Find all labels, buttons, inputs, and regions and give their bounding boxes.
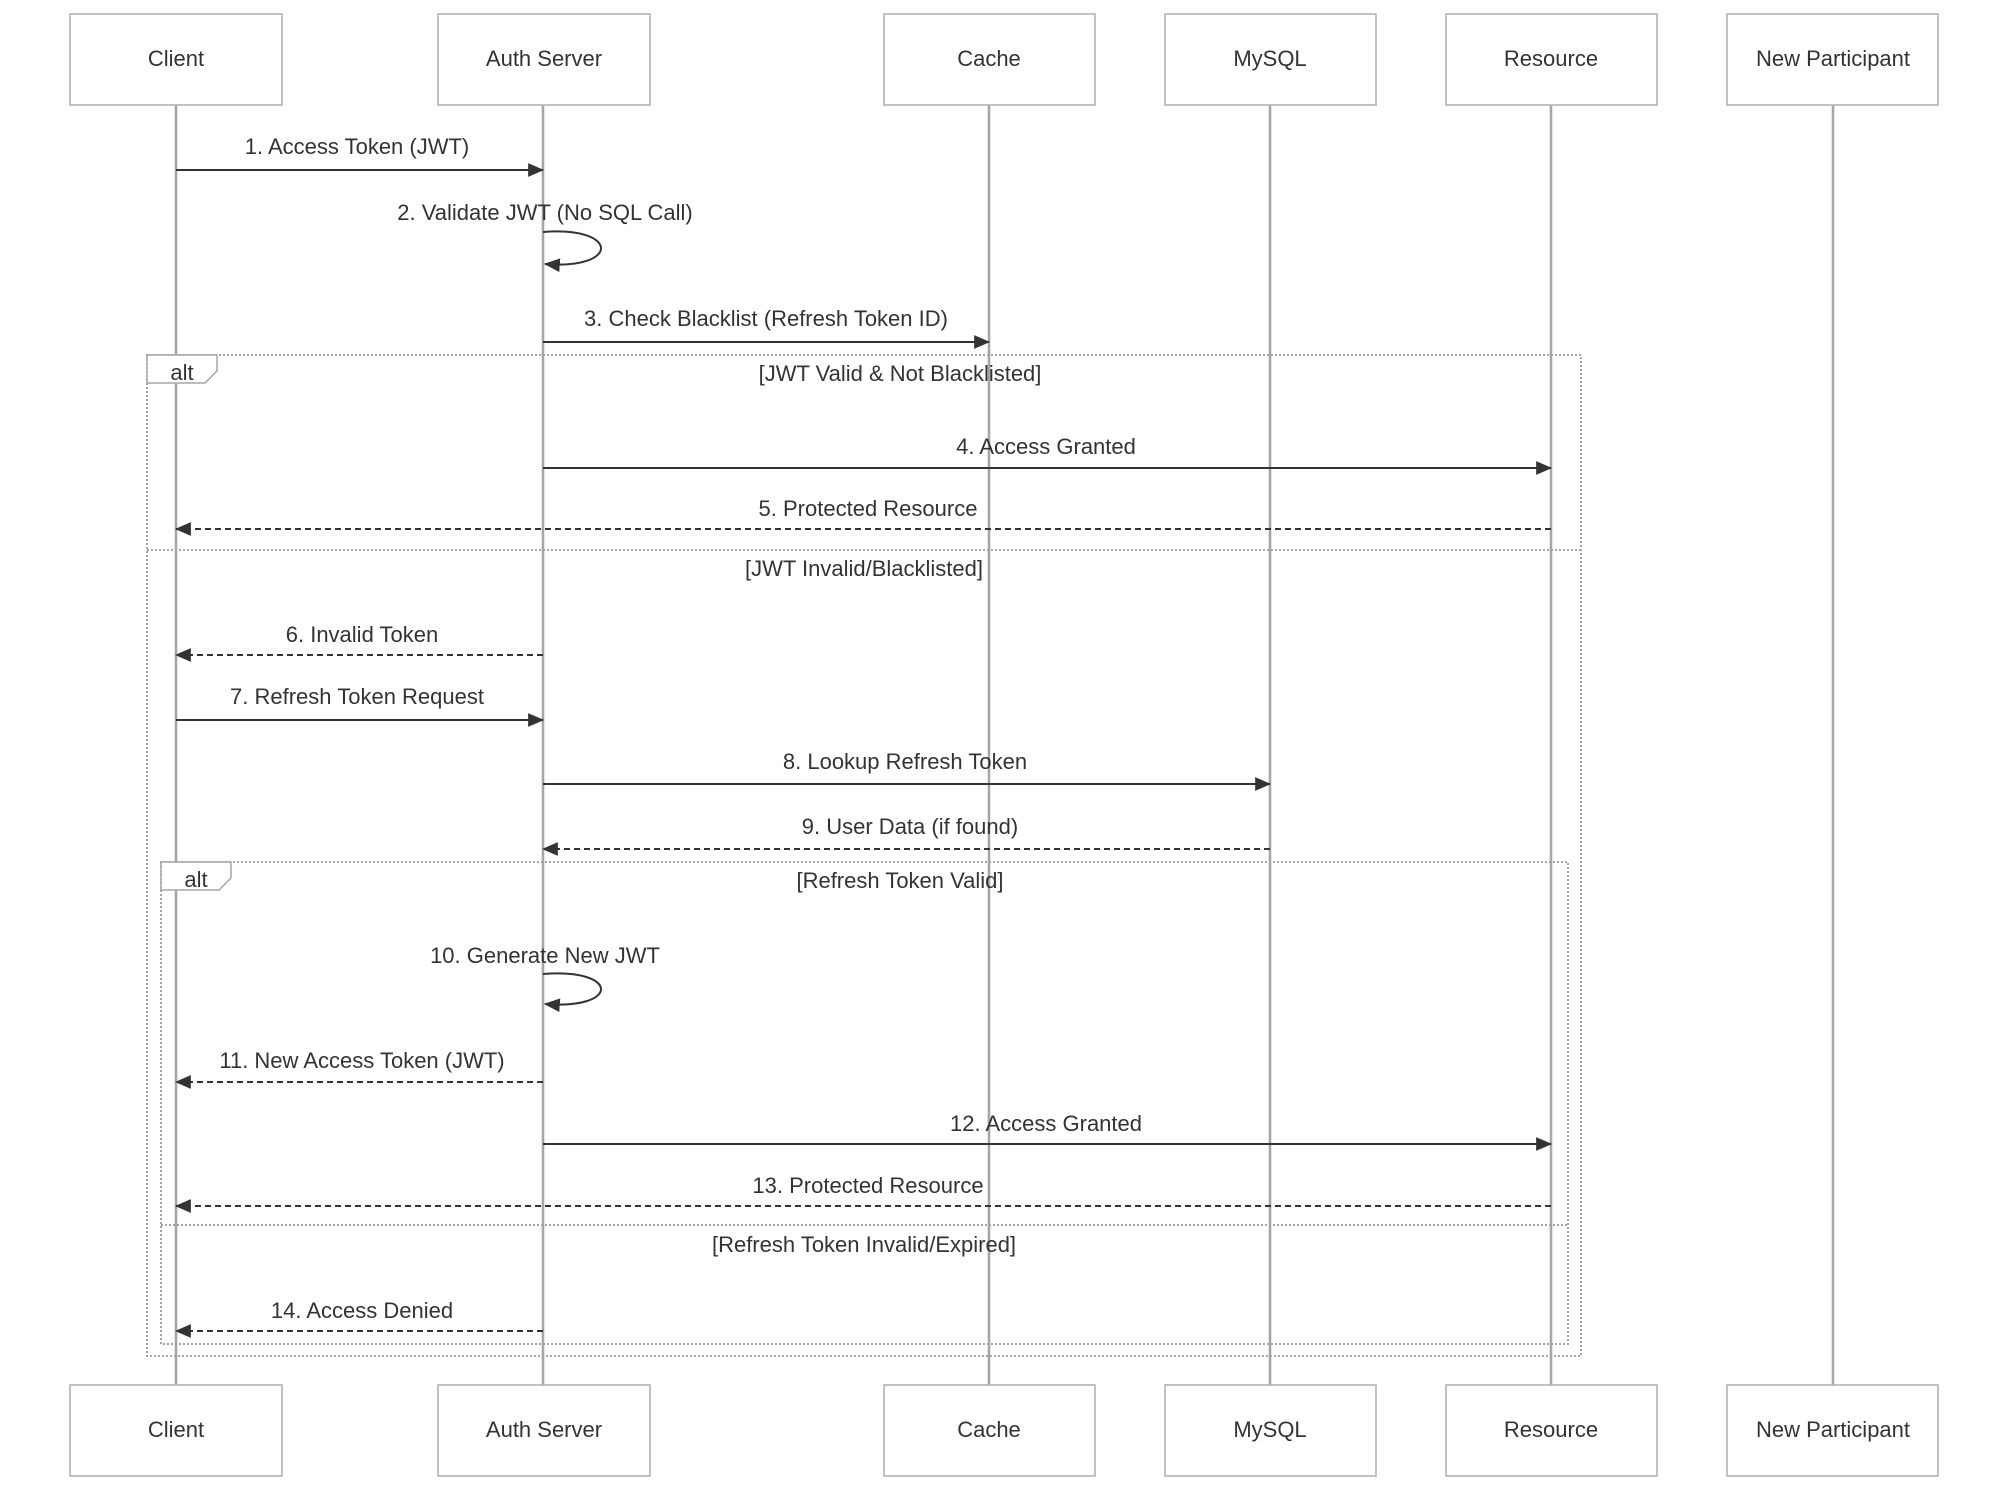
participant-mysql-bottom: MySQL bbox=[1164, 1384, 1377, 1477]
participant-client-top: Client bbox=[69, 13, 283, 106]
message-1-label: 1. Access Token (JWT) bbox=[245, 134, 470, 159]
participant-resource-top: Resource bbox=[1445, 13, 1658, 106]
participant-auth-server-top-label: Auth Server bbox=[486, 46, 602, 71]
message-8-label: 8. Lookup Refresh Token bbox=[783, 749, 1027, 774]
message-9-label: 9. User Data (if found) bbox=[802, 814, 1018, 839]
alt-frame-refresh-condition-1: [Refresh Token Valid] bbox=[796, 868, 1003, 893]
message-7-label: 7. Refresh Token Request bbox=[230, 684, 484, 709]
message-14: 14. Access Denied bbox=[174, 1298, 543, 1338]
participant-auth-server-top: Auth Server bbox=[437, 13, 651, 106]
participants-bottom: Client Auth Server Cache MySQL Resource … bbox=[69, 1384, 1939, 1477]
alt-frame-refresh-condition-2: [Refresh Token Invalid/Expired] bbox=[712, 1232, 1016, 1257]
message-10: 10. Generate New JWT bbox=[430, 943, 660, 1013]
participant-resource-bottom: Resource bbox=[1445, 1384, 1658, 1477]
participant-new-participant-bottom: New Participant bbox=[1726, 1384, 1939, 1477]
message-11-label: 11. New Access Token (JWT) bbox=[219, 1048, 504, 1073]
message-14-label: 14. Access Denied bbox=[271, 1298, 453, 1323]
participant-auth-server-bottom: Auth Server bbox=[437, 1384, 651, 1477]
participant-client-bottom-label: Client bbox=[148, 1417, 204, 1442]
message-5: 5. Protected Resource bbox=[174, 496, 1551, 536]
participant-auth-server-bottom-label: Auth Server bbox=[486, 1417, 602, 1442]
message-1: 1. Access Token (JWT) bbox=[176, 134, 545, 177]
message-13-label: 13. Protected Resource bbox=[752, 1173, 983, 1198]
message-6-label: 6. Invalid Token bbox=[286, 622, 438, 647]
alt-frame-jwt-condition-2: [JWT Invalid/Blacklisted] bbox=[745, 556, 983, 581]
alt-frame-refresh-border bbox=[160, 861, 1569, 1345]
participant-mysql-top: MySQL bbox=[1164, 13, 1377, 106]
message-3-label: 3. Check Blacklist (Refresh Token ID) bbox=[584, 306, 948, 331]
message-10-label: 10. Generate New JWT bbox=[430, 943, 660, 968]
message-13: 13. Protected Resource bbox=[174, 1173, 1551, 1213]
alt-frame-jwt-tag bbox=[146, 354, 218, 384]
participant-cache-bottom: Cache bbox=[883, 1384, 1096, 1477]
message-3: 3. Check Blacklist (Refresh Token ID) bbox=[543, 306, 991, 349]
participants-top: Client Auth Server Cache MySQL Resource … bbox=[69, 13, 1939, 106]
message-6: 6. Invalid Token bbox=[174, 622, 543, 662]
message-2: 2. Validate JWT (No SQL Call) bbox=[397, 200, 693, 273]
participant-resource-bottom-label: Resource bbox=[1504, 1417, 1598, 1442]
participant-cache-bottom-label: Cache bbox=[957, 1417, 1021, 1442]
alt-frame-jwt-border bbox=[146, 354, 1582, 1357]
participant-client-bottom: Client bbox=[69, 1384, 283, 1477]
participant-new-participant-bottom-label: New Participant bbox=[1756, 1417, 1910, 1442]
participant-cache-top: Cache bbox=[883, 13, 1096, 106]
message-12-label: 12. Access Granted bbox=[950, 1111, 1142, 1136]
participant-client-top-label: Client bbox=[148, 46, 204, 71]
alt-frame-refresh-tag-label: alt bbox=[184, 867, 207, 892]
messages: 1. Access Token (JWT) 2. Validate JWT (N… bbox=[174, 134, 1553, 1338]
message-5-label: 5. Protected Resource bbox=[759, 496, 978, 521]
message-11: 11. New Access Token (JWT) bbox=[174, 1048, 543, 1089]
participant-mysql-top-label: MySQL bbox=[1233, 46, 1306, 71]
message-4-label: 4. Access Granted bbox=[956, 434, 1136, 459]
message-2-self-arrow bbox=[542, 230, 602, 273]
message-10-self-arrow bbox=[542, 972, 602, 1013]
participant-resource-top-label: Resource bbox=[1504, 46, 1598, 71]
participant-cache-top-label: Cache bbox=[957, 46, 1021, 71]
message-12: 12. Access Granted bbox=[543, 1111, 1553, 1151]
alt-frame-jwt-condition-1: [JWT Valid & Not Blacklisted] bbox=[759, 361, 1042, 386]
alt-frame-jwt: alt [JWT Valid & Not Blacklisted] [JWT I… bbox=[146, 354, 1582, 1357]
participant-mysql-bottom-label: MySQL bbox=[1233, 1417, 1306, 1442]
participant-new-participant-top-label: New Participant bbox=[1756, 46, 1910, 71]
message-8: 8. Lookup Refresh Token bbox=[543, 749, 1272, 791]
message-4: 4. Access Granted bbox=[543, 434, 1553, 475]
participant-new-participant-top: New Participant bbox=[1726, 13, 1939, 106]
alt-frame-jwt-tag-label: alt bbox=[170, 360, 193, 385]
alt-frame-refresh-tag bbox=[160, 861, 232, 891]
alt-frame-refresh: alt [Refresh Token Valid] [Refresh Token… bbox=[160, 861, 1569, 1345]
message-2-label: 2. Validate JWT (No SQL Call) bbox=[397, 200, 692, 225]
message-7: 7. Refresh Token Request bbox=[176, 684, 545, 727]
message-9: 9. User Data (if found) bbox=[541, 814, 1270, 856]
lifelines bbox=[174, 105, 1835, 1385]
